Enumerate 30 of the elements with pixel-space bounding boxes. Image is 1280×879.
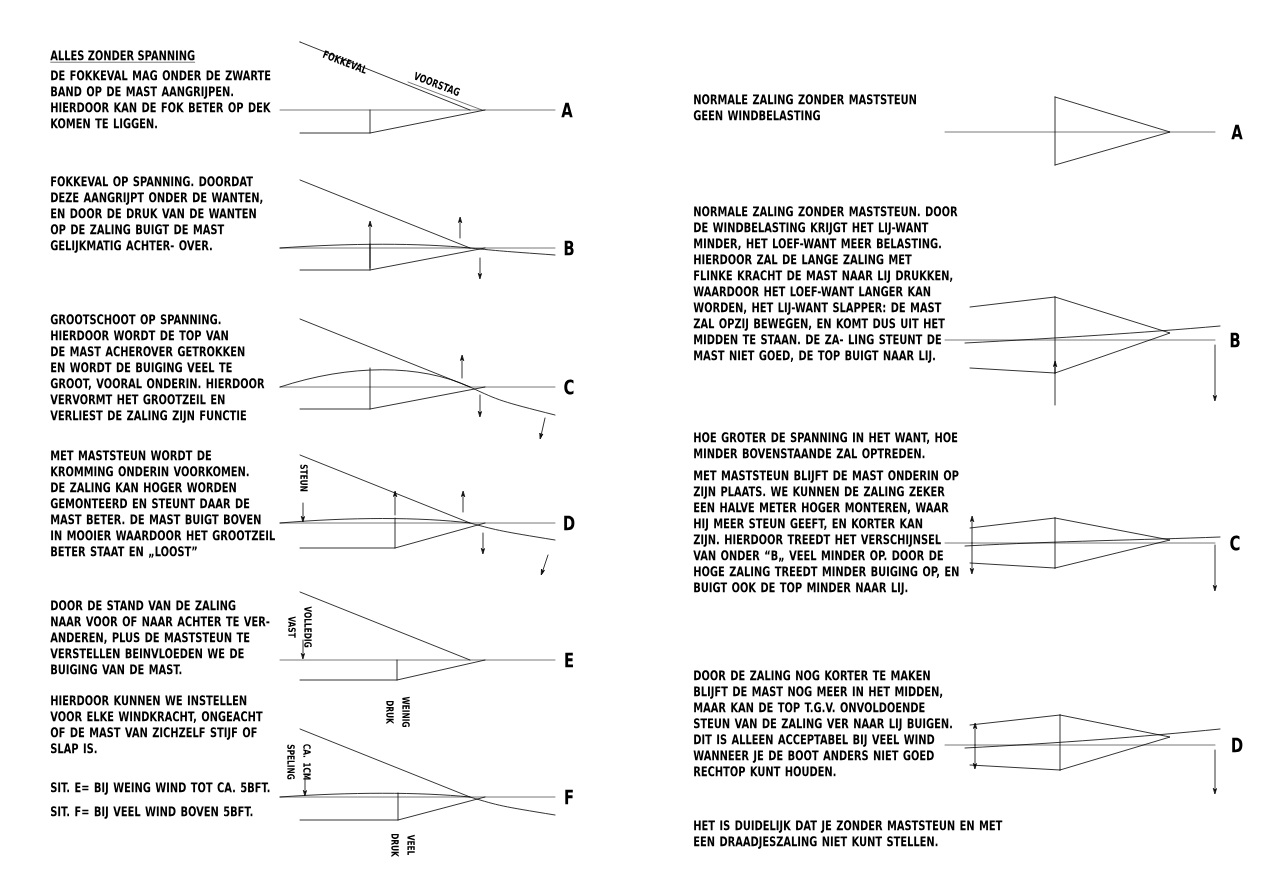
heading: ALLES ZONDER SPANNING bbox=[50, 50, 196, 63]
note: SIT. F= BIJ VEEL WIND BOVEN 5BFT. bbox=[51, 806, 253, 819]
figure-letter: F bbox=[565, 789, 573, 805]
paragraph: DE FOKKEVAL MAG ONDER DE ZWARTE BAND OP DE MAST AANGRIJPEN. HIERDOOR KAN DE FOK BETER OP DEK KOMEN TE LIGGEN. bbox=[51, 70, 271, 129]
figure-letter: C bbox=[1230, 535, 1240, 551]
part-label: CA. 1CM SPELING bbox=[287, 744, 311, 780]
paragraph: HET IS DUIDELIJK DAT JE ZONDER MASTSTEUN EN MET EEN DRAADJESZALING NIET KUNT STELLEN. bbox=[694, 820, 1003, 849]
paragraph: DOOR DE ZALING NOG KORTER TE MAKEN BLIJFT DE MAST NOG MEER IN HET MIDDEN, MAAR KAN DE TOP T.G.V. ONVOLDOENDE STEUN VAN DE ZALING VER NAAR LIJ BUIGEN. DIT IS ALLEEN ACCEPTABEL BIJ VEEL WIND WANNEER JE DE BOOT ANDERS NIET GOED RECHTOP KUNT HOUDEN. bbox=[693, 670, 952, 777]
figure-letter: C bbox=[564, 379, 574, 395]
part-label: WEINIG DRUK bbox=[386, 696, 410, 727]
part-label: VOLLEDIG VAST bbox=[288, 606, 312, 648]
paragraph: DOOR DE STAND VAN DE ZALING NAAR VOOR OF NAAR ACHTER TE VER- ANDEREN, PLUS DE MASTSTEUN TE VERSTELLEN BEINVLOEDEN WE DE BUIGING VAN DE MAST. bbox=[50, 600, 270, 675]
paragraph: NORMALE ZALING ZONDER MASTSTEUN GEEN WINDBELASTING bbox=[693, 94, 916, 121]
paragraph: MET MASTSTEUN BLIJFT DE MAST ONDERIN OP ZIJN PLAATS. WE KUNNEN DE ZALING ZEKER EEN HALVE METER HOGER MONTEREN, WAAR HIJ MEER STEUN GEEFT, EN KORTER KAN ZIJN. HIERDOOR TREEDT HET VERSCHIJNSEL VAN ONDER “B„ VEEL MINDER OP. DOOR DE HOGE ZALING TREEDT MINDER BUIGING OP, EN BUIGT OOK DE TOP MINDER NAAR LIJ. bbox=[693, 470, 959, 595]
figure-letter: D bbox=[564, 515, 575, 531]
paragraph: FOKKEVAL OP SPANNING. DOORDAT DEZE AANGRIJPT ONDER DE WANTEN, EN DOOR DE DRUK VAN DE WANTEN OP DE ZALING BUIGT DE MAST GELIJKMATIG ACHTER- OVER. bbox=[50, 176, 263, 253]
figure-letter: A bbox=[561, 102, 573, 118]
part-label: VEEL DRUK bbox=[391, 833, 415, 858]
paragraph: NORMALE ZALING ZONDER MASTSTEUN. DOOR DE WINDBELASTING KRIJGT HET LIJ-WANT MINDER, HET LOEF-WANT MEER BELASTING. HIERDOOR ZAL DE LANGE ZALING MET FLINKE KRACHT DE MAST NAAR LIJ DRUKKEN, WAARDOOR HET LOEF-WANT LANGER KAN WORDEN, HET LIJ-WANT SLAPPER: DE MAST ZAL OPZIJ BEWEGEN, EN KOMT DUS UIT HET MIDDEN TE STAAN. DE ZA- LING STEUNT DE MAST NIET GOED, DE TOP BUIGT NAAR LIJ. bbox=[693, 206, 958, 363]
paragraph: HIERDOOR KUNNEN WE INSTELLEN VOOR ELKE WINDKRACHT, ONGEACHT OF DE MAST VAN ZICHZELF STIJF OF SLAP IS. bbox=[50, 695, 263, 754]
figure-letter: B bbox=[564, 240, 574, 256]
figure-letter: D bbox=[1232, 737, 1243, 753]
figure-letter: A bbox=[1231, 124, 1243, 140]
paragraph: MET MASTSTEUN WORDT DE KROMMING ONDERIN VOORKOMEN. DE ZALING KAN HOGER WORDEN GEMONTEERD EN STEUNT DAAR DE MAST BETER. DE MAST BUIGT BOVEN IN MOOIER WAARDOOR HET GROOTZEIL BETER STAAT EN „LOOST” bbox=[50, 450, 275, 558]
part-label: STEUN bbox=[300, 464, 308, 492]
paragraph: GROOTSCHOOT OP SPANNING. HIERDOOR WORDT DE TOP VAN DE MAST ACHEROVER GETROKKEN EN WORDT DE BUIGING VEEL TE GROOT, VOORAL ONDERIN. HIERDOOR VERVORMT HET GROOTZEIL EN VERLIEST DE ZALING ZIJN FUNCTIE bbox=[50, 314, 265, 423]
paragraph: HOE GROTER DE SPANNING IN HET WANT, HOE MINDER BOVENSTAANDE ZAL OPTREDEN. bbox=[694, 432, 958, 459]
figure-letter: B bbox=[1230, 332, 1240, 348]
note: SIT. E= BIJ WEING WIND TOT CA. 5BFT. bbox=[51, 782, 270, 795]
figure-letter: E bbox=[565, 652, 573, 668]
